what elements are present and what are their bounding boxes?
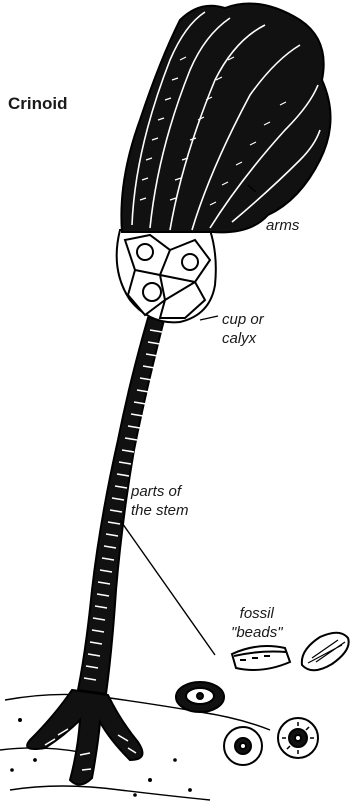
bead-ring [176,682,224,712]
bead-disc-left [224,727,262,765]
fossil-beads [176,633,349,765]
label-fossil-line-2: "beads" [231,623,283,642]
holdfast [27,690,142,785]
label-arms: arms [266,216,299,235]
bead-flat [232,646,290,670]
bead-disc-right [278,718,318,758]
arms [121,4,330,233]
label-cup: cup or calyx [222,310,264,348]
bead-cylinder [302,633,349,671]
label-cup-line-2: calyx [222,329,264,348]
label-stem: parts of the stem [131,482,189,520]
label-fossil: fossil "beads" [231,604,283,642]
label-stem-line-2: the stem [131,501,189,520]
label-cup-line-1: cup or [222,310,264,329]
label-stem-line-1: parts of [131,482,189,501]
diagram-title: Crinoid [8,94,68,113]
label-fossil-line-1: fossil [231,604,283,623]
calyx [117,230,216,322]
